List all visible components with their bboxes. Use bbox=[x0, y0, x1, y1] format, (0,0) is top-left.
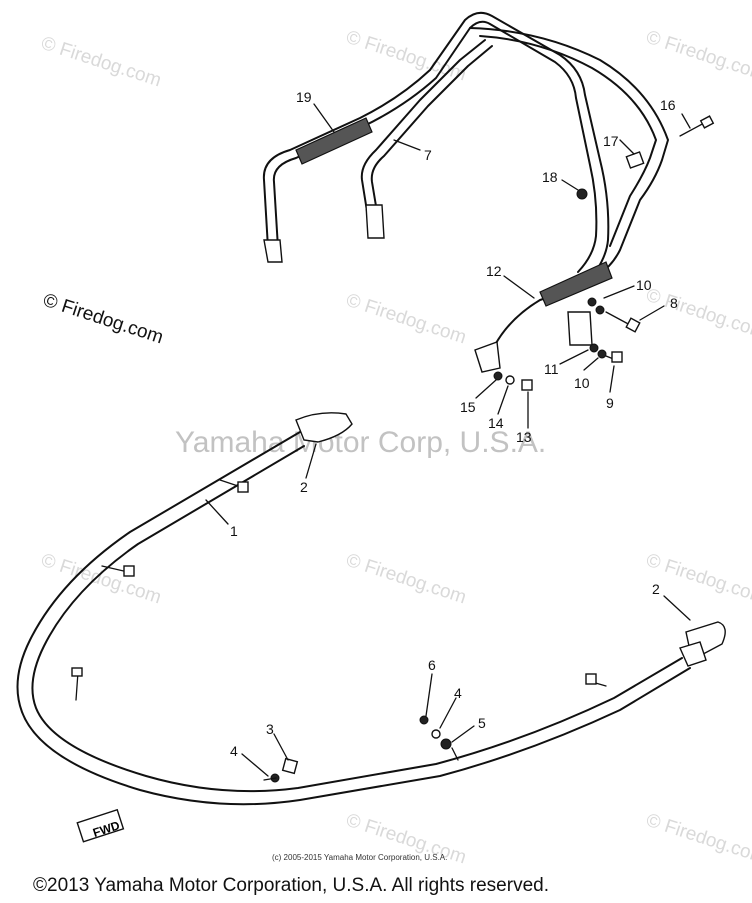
center-watermark: Yamaha Motor Corp, U.S.A. bbox=[175, 426, 546, 459]
fine-print: (c) 2005-2015 Yamaha Motor Corporation, … bbox=[272, 853, 447, 862]
callout-13: 13 bbox=[516, 429, 532, 445]
callout-10b: 10 bbox=[574, 375, 590, 391]
callout-14: 14 bbox=[488, 415, 504, 431]
callout-19: 19 bbox=[296, 89, 312, 105]
callout-2a: 2 bbox=[300, 479, 308, 495]
callout-11: 11 bbox=[544, 361, 559, 377]
callout-1: 1 bbox=[230, 523, 238, 539]
callout-3: 3 bbox=[266, 721, 274, 737]
callout-8: 8 bbox=[670, 295, 678, 311]
watermark-text: © Firedog.com bbox=[343, 290, 468, 349]
callout-7: 7 bbox=[424, 147, 432, 163]
callout-numbers: 19 7 16 17 18 12 10 8 11 10 9 15 14 13 2… bbox=[230, 89, 678, 759]
callout-4a: 4 bbox=[454, 685, 462, 701]
watermark-layer: © Firedog.com © Firedog.com © Firedog.co… bbox=[38, 27, 752, 869]
rear-grab-bar-assembly bbox=[262, 11, 715, 391]
callout-15: 15 bbox=[460, 399, 476, 415]
front-bumper-assembly: FWD bbox=[16, 412, 726, 843]
callout-6: 6 bbox=[428, 657, 436, 673]
watermark-text: © Firedog.com bbox=[38, 33, 163, 92]
copyright-notice: ©2013 Yamaha Motor Corporation, U.S.A. A… bbox=[33, 875, 549, 896]
firedog-watermark-dark: © Firedog.com bbox=[40, 290, 165, 349]
callout-5: 5 bbox=[478, 715, 486, 731]
watermark-text: © Firedog.com bbox=[643, 810, 752, 869]
callout-16: 16 bbox=[660, 97, 676, 113]
watermark-text: © Firedog.com bbox=[643, 550, 752, 609]
callout-4b: 4 bbox=[230, 743, 238, 759]
callout-2b: 2 bbox=[652, 581, 660, 597]
callout-17: 17 bbox=[603, 133, 619, 149]
callout-18: 18 bbox=[542, 169, 558, 185]
callout-9: 9 bbox=[606, 395, 614, 411]
watermark-text: © Firedog.com bbox=[643, 285, 752, 344]
watermark-text: © Firedog.com bbox=[643, 27, 752, 86]
callout-10a: 10 bbox=[636, 277, 652, 293]
leader-lines bbox=[205, 103, 691, 777]
callout-12: 12 bbox=[486, 263, 502, 279]
watermark-text: © Firedog.com bbox=[38, 550, 163, 609]
watermark-text: © Firedog.com bbox=[343, 550, 468, 609]
